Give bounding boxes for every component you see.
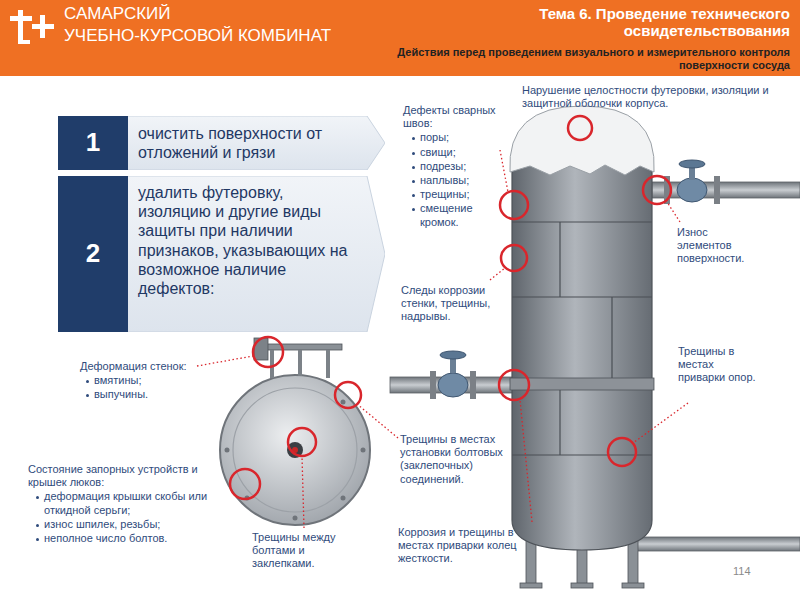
step-number: 2	[58, 176, 128, 332]
step-band: 2удалить футеровку, изоляцию и другие ви…	[58, 176, 385, 332]
insulation-cap	[510, 106, 654, 175]
slide-subtitle: Действия перед проведением визуального и…	[350, 46, 790, 72]
step-text: очистить поверхности от отложений и гряз…	[138, 124, 360, 162]
logo-icon	[10, 10, 54, 44]
vessel-body	[512, 112, 652, 550]
slide-title: Тема 6. Проведение технического освидете…	[480, 5, 790, 40]
callout-text: Трещины между болтами и заклепками.	[252, 531, 367, 571]
list-item: выпучины.	[84, 388, 194, 401]
vessel-end-view	[220, 338, 370, 525]
callout-text: Износ элементов поверхности.	[677, 226, 759, 266]
step-text: удалить футеровку, изоляцию и другие вид…	[138, 183, 360, 298]
logo-text: САМАРСКИЙ	[64, 4, 384, 24]
step-number: 1	[58, 116, 128, 170]
pipe	[652, 182, 800, 198]
callout-text: Коррозия и трещины в местах приварки кол…	[398, 526, 538, 566]
valve	[430, 351, 476, 399]
pipe	[630, 537, 800, 551]
callout-text: Трещины в местах приварки опор.	[678, 345, 758, 385]
callout-heading: Состояние запорных устройств и крышек лю…	[28, 463, 220, 489]
callout-heading: Дефекты сварных швов:	[403, 104, 498, 130]
list-item: износ шпилек, резьбы;	[34, 518, 214, 531]
list-item: смещение кромок.	[410, 202, 498, 228]
list-item: поры;	[410, 131, 498, 144]
list-item: деформация крышки скобы или откидной сер…	[34, 490, 214, 516]
list-item: свищи;	[410, 146, 498, 159]
callout-text: Трещины в местах установки болтовых (зак…	[400, 433, 508, 486]
logo-text: УЧЕБНО-КУРСОВОЙ КОМБИНАТ	[64, 26, 384, 46]
callout-text: Следы коррозии стенки, трещины, надрывы.	[401, 284, 495, 324]
list-item: неполное число болтов.	[34, 532, 214, 545]
step-arrow	[58, 116, 385, 170]
list-item: наплывы;	[410, 174, 498, 187]
list-item: вмятины;	[84, 374, 194, 387]
list-item: подрезы;	[410, 160, 498, 173]
stiffening-ring	[510, 378, 654, 390]
callout-text: Нарушение целостности футеровки, изоляци…	[522, 84, 777, 110]
callout-heading: Деформация стенок:	[80, 360, 200, 373]
header-bar	[0, 0, 800, 76]
list-item: трещины;	[410, 188, 498, 201]
weld-seams	[512, 222, 652, 455]
step-arrow	[58, 176, 385, 332]
step-band: 1 очистить поверхности от отложений и гря…	[58, 116, 385, 170]
valve	[664, 160, 720, 204]
page-number: 114	[733, 565, 773, 578]
